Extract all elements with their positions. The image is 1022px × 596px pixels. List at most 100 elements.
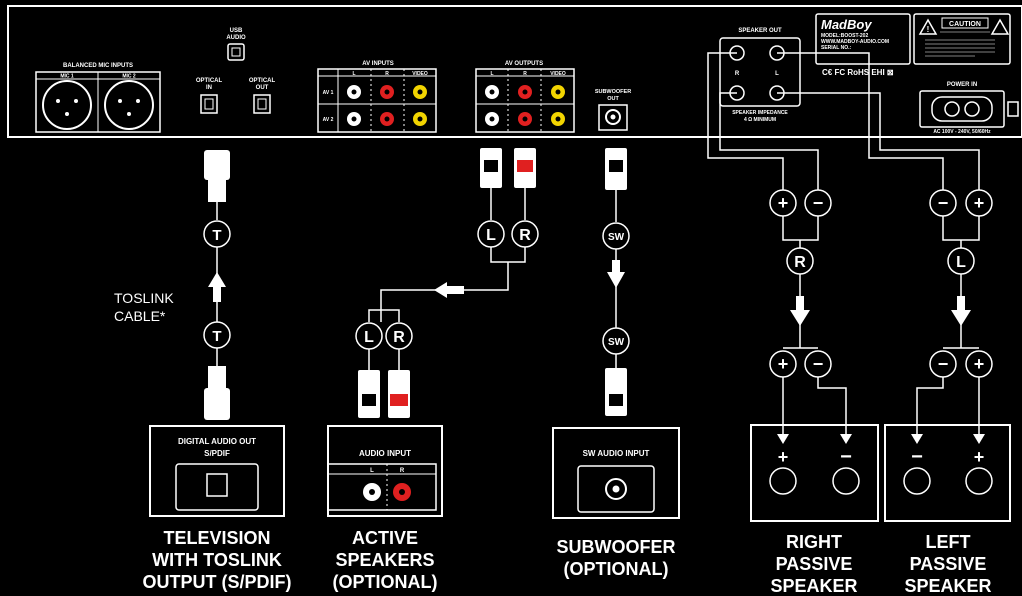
toslink-cable: T TOSLINK CABLE* T	[114, 150, 231, 420]
power-switch	[1007, 101, 1019, 117]
power-spec-text: AC 100V - 240V, 50/60Hz	[933, 129, 991, 135]
av-outputs-label: AV OUTPUTS	[505, 61, 543, 67]
warning-triangle-icon	[918, 18, 938, 35]
tv-box-label-2: S/PDIF	[204, 449, 230, 458]
right-wire-minus-top: −	[813, 193, 824, 213]
balanced-mic-inputs: BALANCED MIC INPUTS MIC 1 MIC 2	[35, 63, 161, 133]
impedance-label-2: 4 Ω MINIMUM	[744, 117, 776, 123]
caption-left-3: SPEAKER	[904, 576, 991, 596]
optical-in-label-1: OPTICAL	[196, 78, 223, 84]
svg-text:!: !	[927, 25, 930, 34]
toslink-cable-label-1: TOSLINK	[114, 290, 174, 306]
right-terminal-minus: −	[840, 446, 852, 468]
usb-label-2: AUDIO	[226, 35, 246, 41]
right-terminal-minus-post	[832, 467, 860, 495]
left-wire-plus-bottom: +	[974, 354, 985, 374]
speaker-out-panel: SPEAKER OUT R L SPEAKER IMPEDANCE 4 Ω MI…	[719, 28, 801, 123]
subwoofer-cable: SW SW	[602, 148, 630, 416]
plug-sw-top: SW	[608, 232, 625, 243]
speaker-out-r: R	[735, 71, 740, 77]
right-wire-plus-bottom: +	[778, 354, 789, 374]
sub-out-label-2: OUT	[607, 96, 619, 102]
caption-right: RIGHT PASSIVE SPEAKER	[770, 532, 857, 596]
usb-audio-port: USB AUDIO	[226, 28, 246, 61]
right-passive-speaker-box: + −	[750, 424, 879, 522]
av-inputs-label: AV INPUTS	[362, 61, 394, 67]
left-terminal-plus: +	[974, 447, 985, 467]
right-speaker-wire: + − R + −	[707, 52, 852, 444]
caption-active-2: SPEAKERS	[335, 550, 434, 570]
caption-sub-1: SUBWOOFER	[557, 537, 676, 557]
optical-out-label-2: OUT	[256, 85, 269, 91]
toslink-t-top: T	[212, 227, 221, 244]
tv-device-box: DIGITAL AUDIO OUT S/PDIF	[149, 425, 285, 517]
arrow-up-icon	[208, 272, 226, 302]
optical-in-label-2: IN	[206, 85, 212, 91]
av-in-row-1: AV 1	[323, 90, 334, 96]
caption-right-1: RIGHT	[786, 532, 842, 552]
av-in-jacks	[347, 85, 427, 126]
av-in-row-2: AV 2	[323, 117, 334, 123]
arrow-down-icon	[951, 310, 971, 326]
impedance-label-1: SPEAKER IMPEDANCE	[732, 110, 788, 116]
av-in-col-l: L	[352, 71, 355, 77]
plug-r-top: R	[519, 227, 531, 244]
power-in-socket: POWER IN AC 100V - 240V, 50/60Hz	[919, 82, 1019, 135]
speaker-out-l: L	[775, 71, 779, 77]
av-out-col-video: VIDEO	[550, 71, 566, 77]
toslink-cable-label-2: CABLE*	[114, 308, 166, 324]
caption-tv-3: OUTPUT (S/PDIF)	[143, 572, 292, 592]
plug-r-bottom: R	[393, 329, 405, 346]
left-terminal-minus-post	[903, 467, 931, 495]
subwoofer-box: SW AUDIO INPUT	[552, 427, 680, 519]
brand-label-plate: MadBoy MODEL:BOOST-202 WWW.MADBOY-AUDIO.…	[815, 13, 911, 77]
optical-out-port: OPTICAL OUT	[249, 78, 275, 114]
speaker-out-label: SPEAKER OUT	[738, 28, 782, 34]
av-in-col-r: R	[385, 71, 389, 77]
sw-box-label: SW AUDIO INPUT	[583, 449, 650, 458]
caution-text: CAUTION	[949, 21, 981, 28]
left-wire-minus-bottom: −	[938, 354, 949, 374]
serial-text: SERIAL NO.:	[821, 45, 852, 51]
subwoofer-out-port: SUBWOOFER OUT	[595, 89, 631, 131]
mic2-xlr-jack	[104, 80, 154, 130]
av-inputs-panel: AV INPUTS L R VIDEO AV 1 AV 2	[317, 61, 437, 133]
left-speaker-wire: − + L − +	[777, 52, 993, 444]
caption-left: LEFT PASSIVE SPEAKER	[904, 532, 991, 596]
active-col-l: L	[370, 468, 374, 474]
right-wire-minus-bottom: −	[813, 354, 824, 374]
arrow-down-icon	[607, 272, 625, 288]
left-passive-speaker-box: − +	[884, 424, 1011, 522]
brand-logo: MadBoy	[821, 17, 872, 32]
caption-subwoofer: SUBWOOFER (OPTIONAL)	[557, 537, 676, 579]
left-wire-l: L	[956, 254, 966, 271]
arrow-left-icon	[434, 282, 464, 298]
caption-sub-2: (OPTIONAL)	[564, 559, 669, 579]
av-out-jacks	[485, 85, 565, 126]
caution-label: ! CAUTION	[913, 13, 1011, 65]
caption-tv-2: WITH TOSLINK	[152, 550, 282, 570]
active-speakers-box: AUDIO INPUT L R	[327, 425, 443, 517]
balanced-mic-label: BALANCED MIC INPUTS	[63, 63, 133, 69]
caption-left-2: PASSIVE	[910, 554, 987, 574]
right-wire-r: R	[794, 254, 806, 271]
caption-left-1: LEFT	[926, 532, 971, 552]
mic1-label: MIC 1	[60, 74, 74, 80]
plug-l-top: L	[486, 227, 496, 244]
mic2-label: MIC 2	[122, 74, 136, 80]
caption-active: ACTIVE SPEAKERS (OPTIONAL)	[333, 528, 438, 592]
av-out-col-l: L	[490, 71, 493, 77]
active-box-label: AUDIO INPUT	[359, 449, 411, 458]
rca-cable-active: L R L R	[355, 148, 539, 418]
optical-port-icon	[206, 473, 228, 497]
av-out-col-r: R	[523, 71, 527, 77]
av-outputs-panel: AV OUTPUTS L R VIDEO	[475, 61, 575, 133]
caption-active-3: (OPTIONAL)	[333, 572, 438, 592]
caption-tv: TELEVISION WITH TOSLINK OUTPUT (S/PDIF)	[143, 528, 292, 592]
caption-right-2: PASSIVE	[776, 554, 853, 574]
website-text: WWW.MADBOY-AUDIO.COM	[821, 39, 889, 45]
caption-right-3: SPEAKER	[770, 576, 857, 596]
caption-tv-1: TELEVISION	[163, 528, 270, 548]
av-in-col-video: VIDEO	[412, 71, 428, 77]
